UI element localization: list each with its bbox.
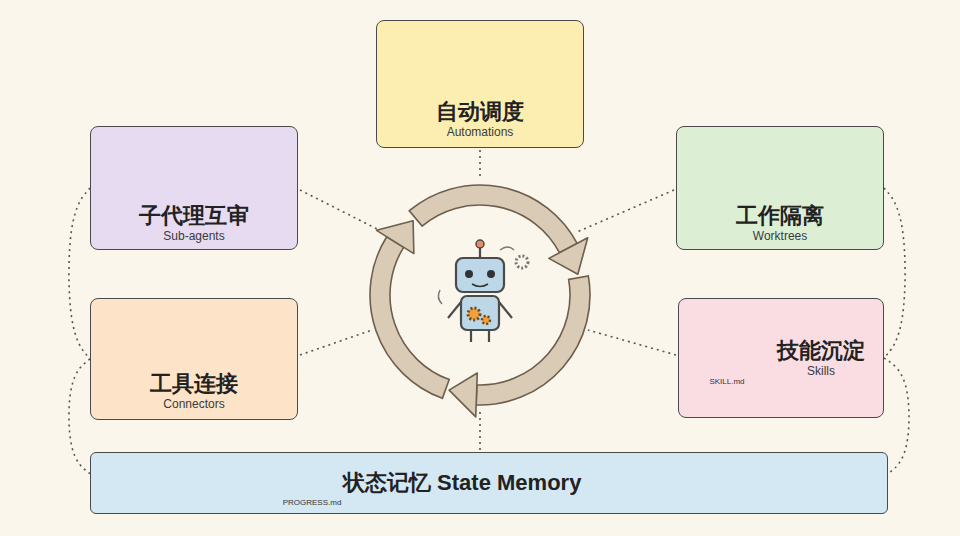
drawing-part bbox=[449, 373, 477, 417]
drawing-part bbox=[479, 410, 481, 450]
drawing-part bbox=[479, 150, 481, 180]
memory-band: 状态记忆 State Memory bbox=[90, 452, 888, 514]
drawing-part bbox=[487, 270, 495, 278]
feature-box: 子代理互审Sub-agents bbox=[90, 126, 298, 250]
box-subtitle: Skills bbox=[807, 364, 835, 378]
drawing-part bbox=[472, 284, 488, 287]
box-title: 工具连接 bbox=[150, 371, 238, 397]
feature-box: 工具连接Connectors bbox=[90, 298, 298, 420]
drawing-part bbox=[456, 258, 504, 292]
drawing-part bbox=[476, 240, 484, 248]
box-title: 自动调度 bbox=[436, 99, 524, 125]
center-robot bbox=[438, 240, 528, 342]
box-title: 工作隔离 bbox=[736, 203, 824, 229]
drawing-part bbox=[300, 190, 383, 232]
drawing-part bbox=[588, 330, 676, 355]
file-name: SKILL.md bbox=[709, 378, 744, 386]
box-title: 技能沉淀 bbox=[777, 338, 865, 364]
feature-box: 自动调度Automations bbox=[376, 20, 584, 148]
feature-box: 技能沉淀Skills bbox=[678, 298, 884, 418]
box-subtitle: Connectors bbox=[163, 397, 224, 411]
drawing-part bbox=[468, 308, 480, 320]
drawing-part bbox=[482, 316, 490, 324]
drawing-part bbox=[516, 256, 528, 268]
drawing-part bbox=[409, 185, 577, 253]
cycle-arrows bbox=[370, 185, 590, 417]
drawing-part bbox=[300, 330, 372, 355]
feature-box: 工作隔离Worktrees bbox=[676, 126, 884, 250]
dotted-link bbox=[69, 359, 90, 474]
spokes bbox=[300, 150, 676, 450]
drawing-part bbox=[438, 290, 442, 304]
dotted-link bbox=[69, 188, 90, 359]
drawing-part bbox=[470, 330, 472, 342]
drawing-part bbox=[461, 296, 499, 330]
drawing-part bbox=[577, 190, 674, 232]
drawing-part bbox=[499, 302, 512, 318]
dotted-link bbox=[884, 188, 905, 358]
box-subtitle: Worktrees bbox=[753, 229, 807, 243]
drawing-part bbox=[377, 221, 414, 254]
drawing-part bbox=[370, 237, 449, 399]
box-subtitle: Automations bbox=[447, 125, 514, 139]
drawing-part bbox=[488, 330, 490, 342]
drawing-part bbox=[549, 238, 588, 274]
box-title: 子代理互审 bbox=[139, 203, 249, 229]
box-title: 状态记忆 State Memory bbox=[343, 470, 581, 496]
box-subtitle: Sub-agents bbox=[163, 229, 224, 243]
drawing-part bbox=[465, 270, 473, 278]
drawing-part bbox=[500, 247, 514, 250]
drawing-part bbox=[448, 302, 461, 318]
file-name: PROGRESS.md bbox=[283, 499, 342, 507]
